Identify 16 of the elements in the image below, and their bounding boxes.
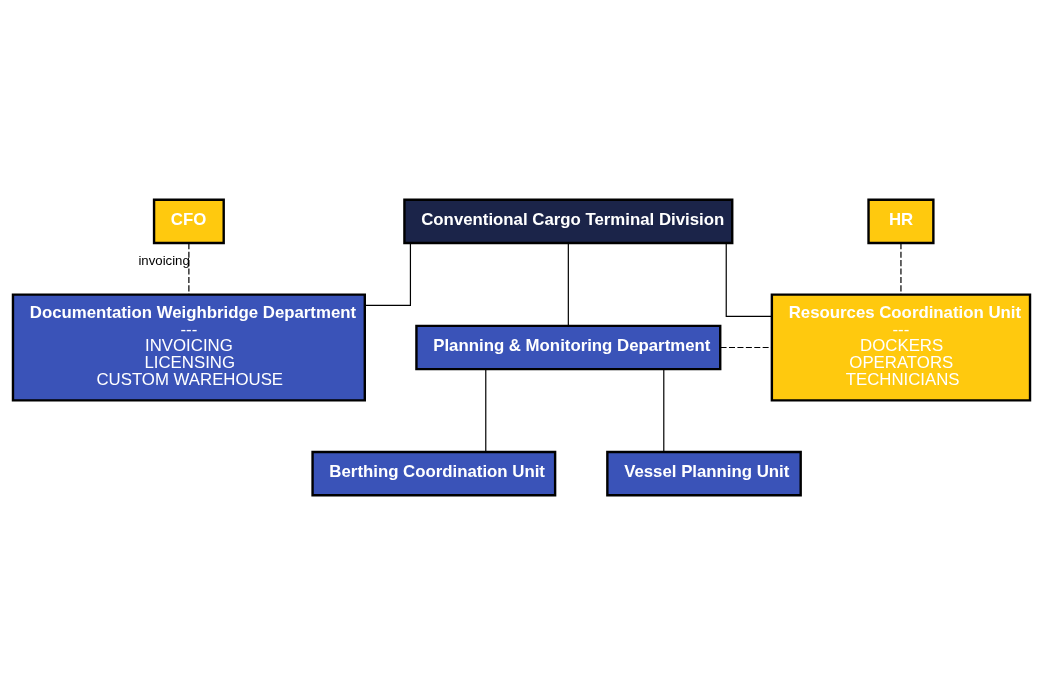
connector [188,242,190,295]
connector [900,242,902,295]
node-box: Vessel Planning Unit [606,450,802,496]
node-box: Documentation Weighbridge Department --- INVOICING LICENSING CUSTOM WAREHOUSE [11,292,366,402]
node-box: Planning & Monitoring Department [415,324,722,370]
node-box: Conventional Cargo Terminal Division [403,198,734,244]
edge-label: invoicing [138,252,190,268]
connector [485,368,487,452]
node-box: Resources Coordination Unit --- DOCKERS OPERATORS TECHNICIANS [770,292,1032,402]
node-box: CFO [152,198,225,244]
node-box: Berthing Coordination Unit [311,450,557,496]
connector [725,242,773,317]
connector [567,242,569,326]
node-box: HR [867,198,935,244]
connector [364,241,412,306]
connector [663,368,665,452]
